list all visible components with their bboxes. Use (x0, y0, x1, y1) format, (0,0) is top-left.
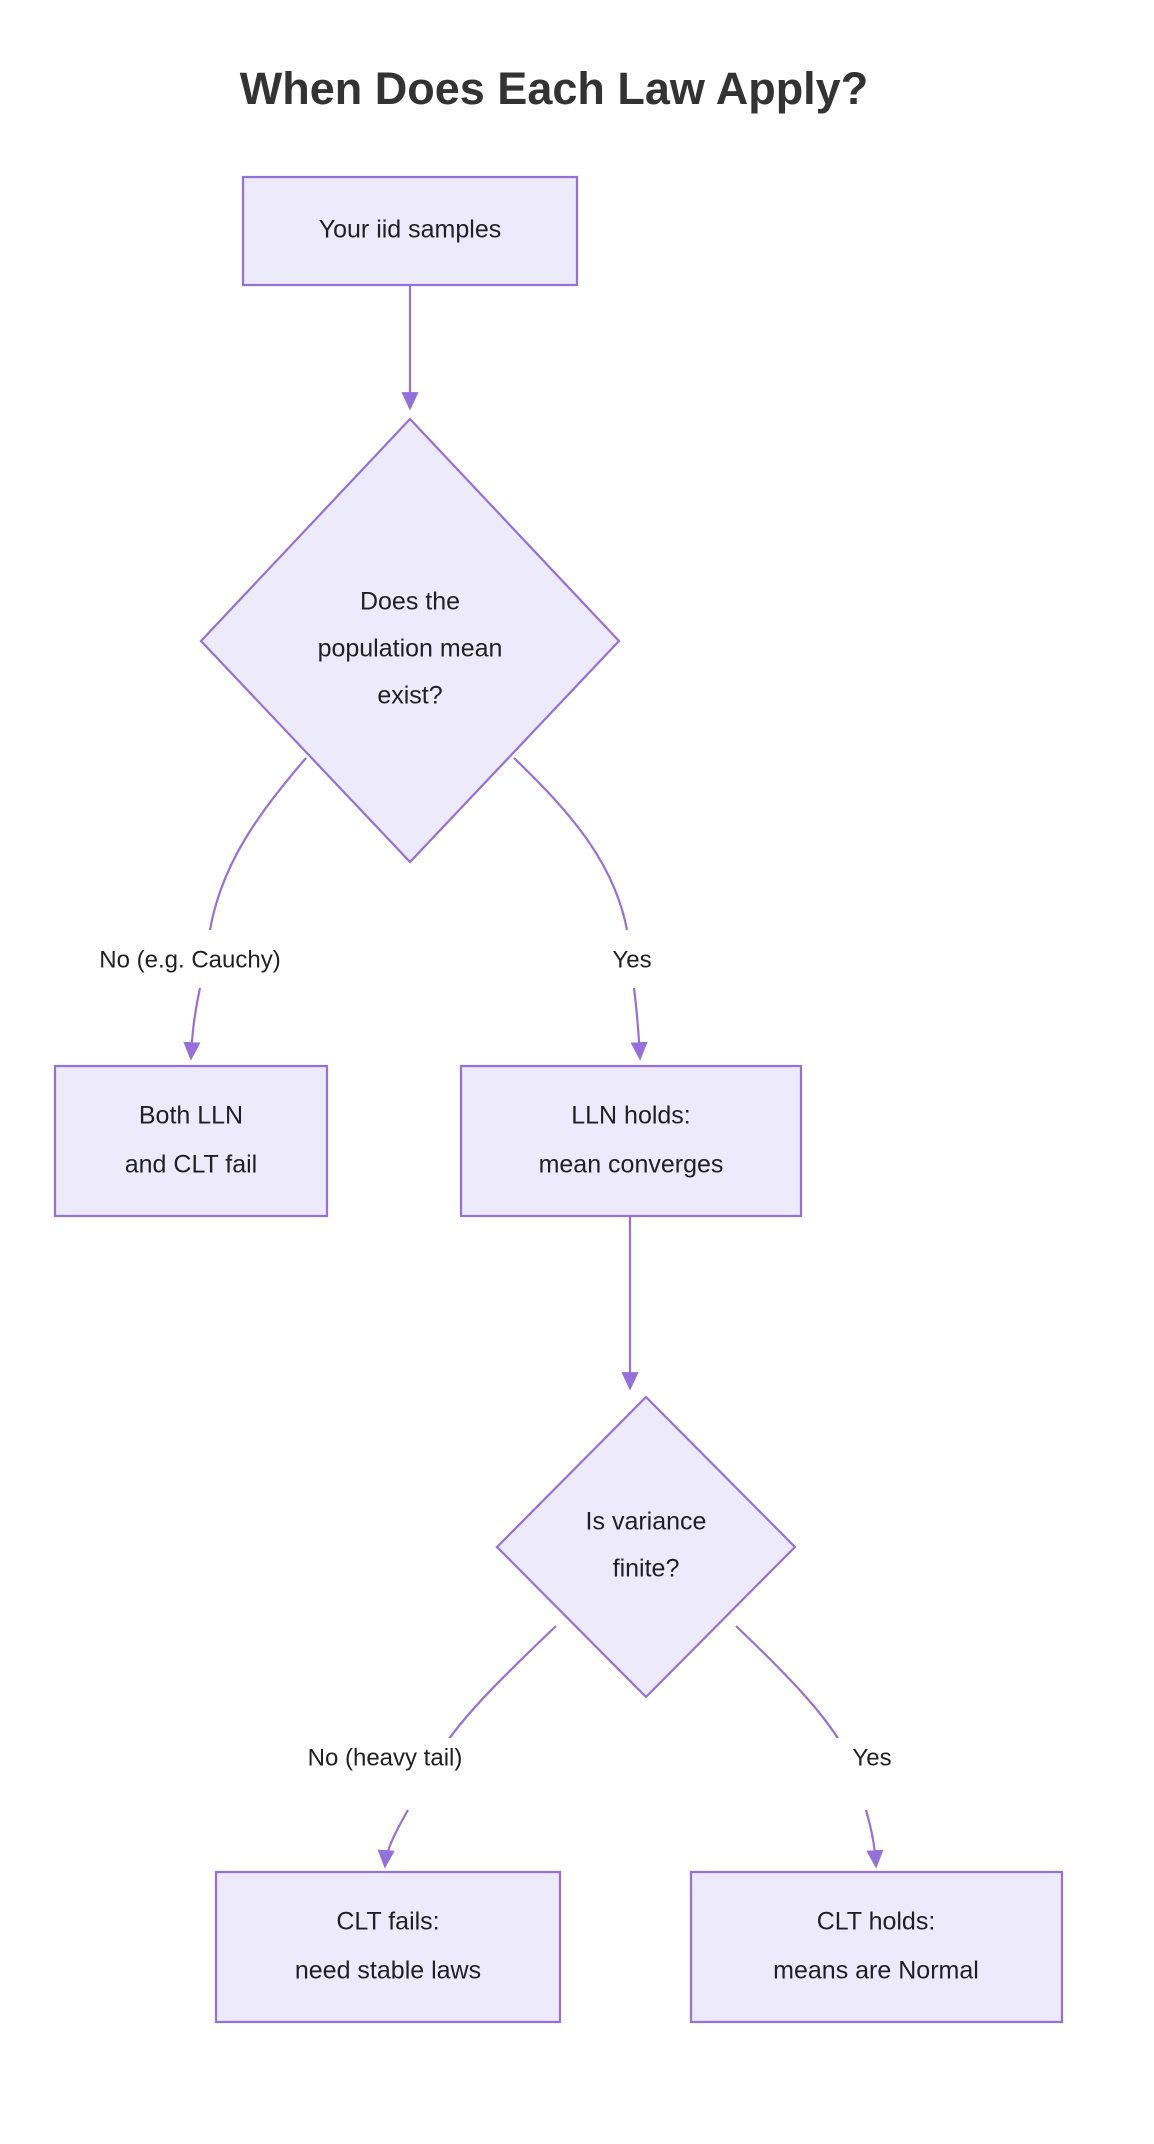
node-clt-fails-label-line1: CLT fails: (336, 1908, 439, 1936)
node-both-fail-label-line1: Both LLN (139, 1102, 243, 1130)
node-both-fail[interactable]: Both LLN and CLT fail (53, 1064, 329, 1218)
node-lln-holds-label-line1: LLN holds: (571, 1102, 691, 1130)
page-title: When Does Each Law Apply? (240, 63, 868, 114)
node-lln-holds-label-line2: mean converges (539, 1151, 724, 1179)
node-mean-question[interactable]: Does the population mean exist? (199, 417, 621, 864)
node-lln-holds-shape[interactable] (459, 1064, 803, 1218)
node-start-shape[interactable] (241, 175, 579, 287)
node-lln-holds[interactable]: LLN holds: mean converges (459, 1064, 803, 1218)
edge-mean-question-to-lln-holds-tail (630, 987, 648, 1061)
edge-mean-question-to-lln-holds (513, 757, 629, 931)
node-clt-fails-shape[interactable] (214, 1870, 562, 2024)
node-clt-holds-label-line2: means are Normal (773, 1957, 979, 1985)
edge-label-yes-mean: Yes (600, 940, 672, 980)
edge-label-yes-variance: Yes (816, 1738, 892, 1778)
svg-text:Yes: Yes (852, 1744, 891, 1771)
svg-text:No (heavy tail): No (heavy tail) (308, 1744, 463, 1771)
node-both-fail-shape[interactable] (53, 1064, 329, 1218)
node-clt-holds-shape[interactable] (689, 1870, 1064, 2024)
node-start-label-line1: Your iid samples (319, 216, 502, 244)
node-clt-holds-label-line1: CLT holds: (817, 1908, 936, 1936)
node-clt-holds[interactable]: CLT holds: means are Normal (689, 1870, 1064, 2024)
node-start[interactable]: Your iid samples (241, 175, 579, 287)
edge-variance-question-to-clt-holds-tail (864, 1809, 884, 1869)
edge-variance-question-to-clt-fails-tail (377, 1809, 409, 1869)
node-mean-question-label-line1: Does the (360, 588, 460, 616)
svg-text:Yes: Yes (612, 946, 651, 973)
edge-label-no-heavy-tail: No (heavy tail) (274, 1738, 504, 1778)
edge-mean-question-to-both-fail-tail (183, 987, 202, 1061)
edge-mean-question-to-both-fail (208, 757, 307, 931)
node-clt-fails-label-line2: need stable laws (295, 1957, 481, 1985)
node-mean-question-label-line2: population mean (318, 635, 503, 663)
node-mean-question-label-line3: exist? (377, 682, 442, 710)
svg-text:No (e.g. Cauchy): No (e.g. Cauchy) (99, 946, 280, 973)
edge-variance-question-to-clt-fails (439, 1625, 557, 1753)
node-variance-question-label-line1: Is variance (586, 1508, 707, 1536)
edge-variance-question-to-clt-holds (735, 1625, 847, 1753)
edge-label-no-cauchy: No (e.g. Cauchy) (66, 940, 306, 980)
node-variance-question-shape[interactable] (495, 1395, 797, 1699)
node-both-fail-label-line2: and CLT fail (125, 1151, 257, 1179)
node-clt-fails[interactable]: CLT fails: need stable laws (214, 1870, 562, 2024)
node-variance-question[interactable]: Is variance finite? (495, 1395, 797, 1699)
node-mean-question-shape[interactable] (199, 417, 621, 864)
node-variance-question-label-line2: finite? (613, 1555, 680, 1583)
